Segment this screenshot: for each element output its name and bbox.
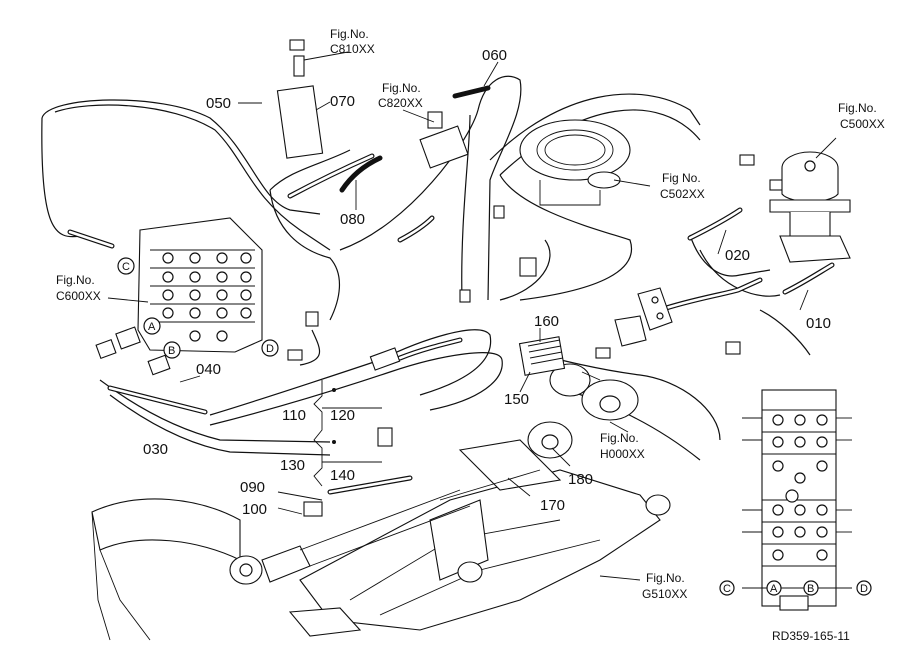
part-number-080: 080 <box>340 211 365 228</box>
part-number-120: 120 <box>330 407 355 424</box>
schematic-port-a-marker <box>766 580 782 596</box>
schematic-port-d-marker <box>856 580 872 596</box>
fig-ref-c810-prefix: Fig.No. <box>330 27 369 41</box>
rotary-joint <box>769 151 851 263</box>
port-a-marker <box>143 317 161 335</box>
port-a-label: A <box>148 321 156 333</box>
dot <box>332 440 336 444</box>
schematic-port-b-label: B <box>807 583 814 595</box>
port-b-label: B <box>168 345 175 357</box>
part-number-070: 070 <box>330 93 355 110</box>
control-valve-block <box>137 217 263 353</box>
part-number-090: 090 <box>240 479 265 496</box>
fig-ref-g510-prefix: Fig.No. <box>646 571 685 585</box>
part-number-010: 010 <box>806 315 831 332</box>
part-number-020: 020 <box>725 247 750 264</box>
port-b-marker <box>163 341 181 359</box>
schematic-port-a-label: A <box>770 583 778 595</box>
port-d-label: D <box>266 343 274 355</box>
schematic-port-c-marker <box>719 580 735 596</box>
schematic-port-c-label: C <box>723 583 731 595</box>
dot <box>332 388 336 392</box>
hose-assemblies <box>67 85 835 495</box>
schematic-port-b-marker <box>803 580 819 596</box>
part-number-060: 060 <box>482 47 507 64</box>
swing-motor <box>518 336 639 421</box>
part-number-030: 030 <box>143 441 168 458</box>
part-number-180: 180 <box>568 471 593 488</box>
fig-ref-c502-code: C502XX <box>660 187 705 201</box>
dozer-blade <box>91 421 671 641</box>
part-number-170: 170 <box>540 497 565 514</box>
part-number-150: 150 <box>504 391 529 408</box>
port-c-marker <box>117 257 135 275</box>
fig-ref-c600-prefix: Fig.No. <box>56 273 95 287</box>
part-number-100: 100 <box>242 501 267 518</box>
fig-ref-g510-code: G510XX <box>642 587 687 601</box>
fig-ref-c600-code: C600XX <box>56 289 101 303</box>
fig-ref-c500-prefix: Fig.No. <box>838 101 877 115</box>
port-d-marker <box>261 339 279 357</box>
schematic-port-d-label: D <box>860 583 868 595</box>
port-markers <box>117 257 872 596</box>
part-number-050: 050 <box>206 95 231 112</box>
part-number-110: 110 <box>282 407 306 424</box>
fig-ref-h000-prefix: Fig.No. <box>600 431 639 445</box>
fig-ref-c820-prefix: Fig.No. <box>382 81 421 95</box>
drawing-code: RD359-165-11 <box>772 629 850 643</box>
part-number-130: 130 <box>280 457 305 474</box>
flange-plate <box>614 287 673 347</box>
fig-ref-c810-code: C810XX <box>330 42 375 56</box>
fig-ref-h000-code: H000XX <box>600 447 645 461</box>
part-number-040: 040 <box>196 361 221 378</box>
labels: Fig.No. C810XX Fig.No. C820XX Fig.No. C5… <box>56 27 885 643</box>
valve-schematic <box>742 389 852 611</box>
part-number-160: 160 <box>534 313 559 330</box>
fig-ref-c502-prefix: Fig No. <box>662 171 701 185</box>
leader-lines <box>107 51 837 581</box>
part-number-140: 140 <box>330 467 355 484</box>
fig-ref-c500-code: C500XX <box>840 117 885 131</box>
swivel-bearing <box>519 119 631 206</box>
port-c-label: C <box>122 261 130 273</box>
fittings <box>95 39 785 517</box>
fig-ref-c820-code: C820XX <box>378 96 423 110</box>
